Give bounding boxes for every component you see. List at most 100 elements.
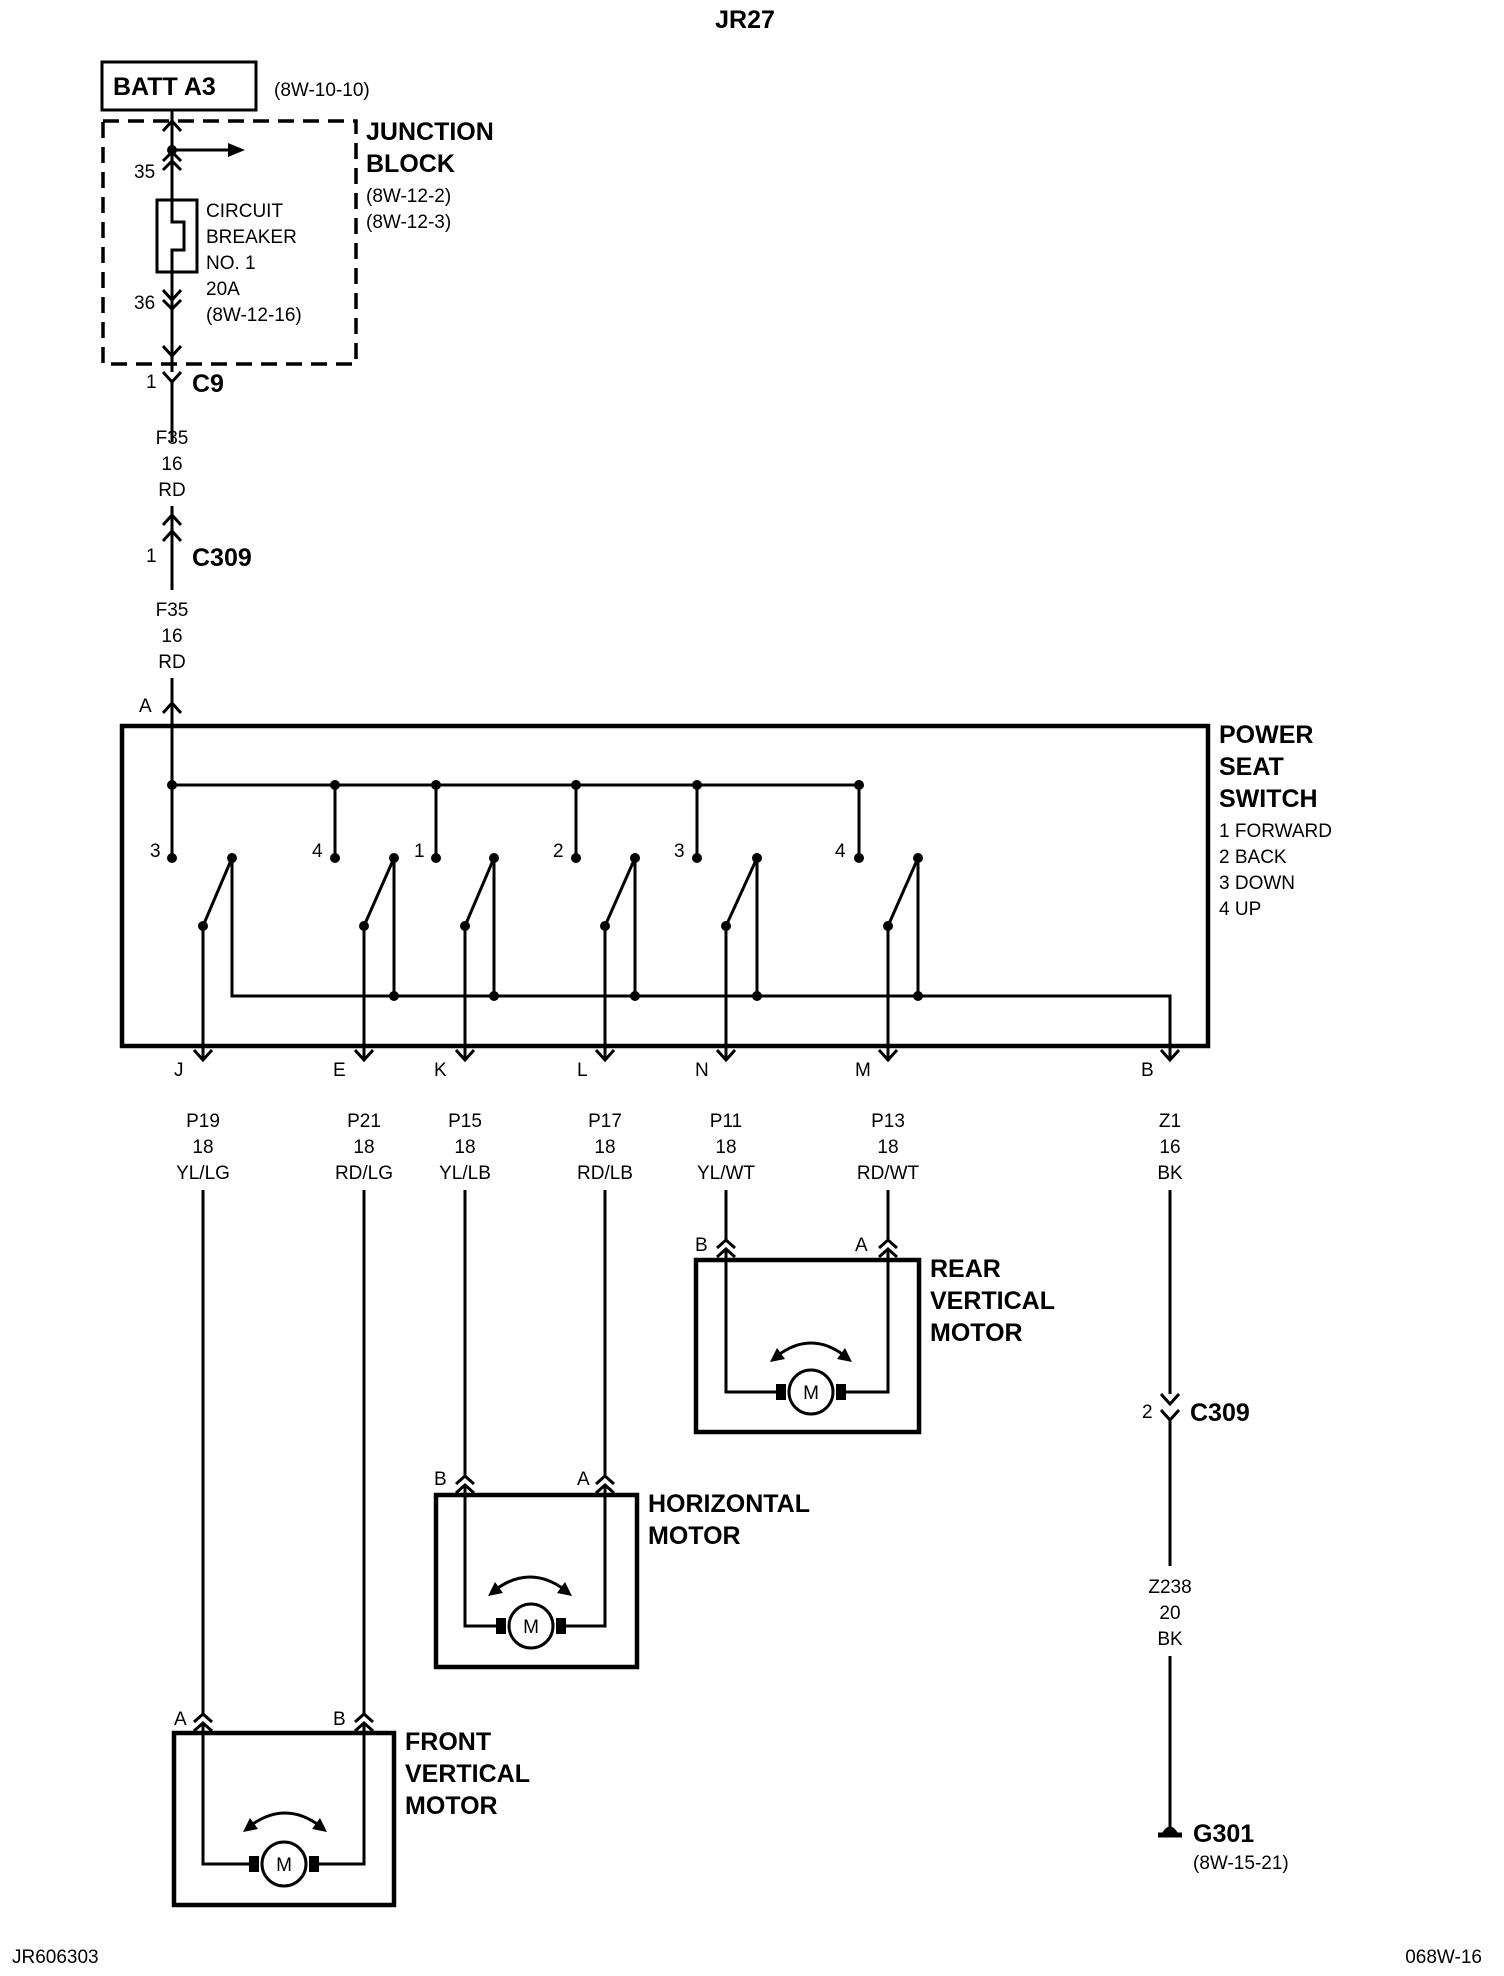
switch-legend-1: 1 FORWARD xyxy=(1219,821,1332,842)
p15-color: YL/LB xyxy=(439,1163,491,1184)
p21-gauge: 18 xyxy=(353,1137,374,1158)
front-motor-circuit xyxy=(201,1723,366,1866)
front-motor-brush-right xyxy=(309,1856,319,1872)
horizontal-motor-rotation-arrow xyxy=(494,1575,566,1592)
contact-label: 4 xyxy=(835,841,846,862)
p11-circuit: P11 xyxy=(710,1111,742,1132)
p19-color: YL/LG xyxy=(176,1163,230,1184)
front-motor-box xyxy=(171,1730,397,1908)
output-pin-m: M xyxy=(855,1060,871,1081)
horizontal-motor-connectors xyxy=(455,1473,615,1495)
switch-input-pin: A xyxy=(139,696,152,717)
breaker-label-3: NO. 1 xyxy=(206,253,256,274)
rear-motor-symbol-label: M xyxy=(803,1383,819,1404)
breaker-label-5: (8W-12-16) xyxy=(206,305,302,326)
f35-b-circuit: F35 xyxy=(156,600,189,621)
switch-blades xyxy=(201,857,920,927)
contact-dot xyxy=(854,853,864,863)
horizontal-motor-pin-b: B xyxy=(434,1469,447,1490)
c309-2-name: C309 xyxy=(1190,1399,1250,1427)
batt-source-ref: (8W-10-10) xyxy=(274,80,370,101)
p21-circuit: P21 xyxy=(347,1111,381,1132)
switch-legend-2: 2 BACK xyxy=(1219,847,1287,868)
contact-dot xyxy=(692,853,702,863)
p13-circuit: P13 xyxy=(871,1111,905,1132)
horizontal-motor-brush-left xyxy=(496,1618,506,1634)
diagram-title: JR27 xyxy=(715,6,775,34)
output-pin-b: B xyxy=(1141,1060,1154,1081)
breaker-label-4: 20A xyxy=(206,279,240,300)
rear-motor-pin-a: A xyxy=(855,1235,868,1256)
c9-connector-symbol xyxy=(161,370,183,442)
horizontal-motor-brush-right xyxy=(556,1618,566,1634)
breaker-label-1: CIRCUIT xyxy=(206,201,283,222)
contact-label: 2 xyxy=(553,841,564,862)
rear-motor-connectors xyxy=(716,1237,898,1259)
front-motor-title-2: VERTICAL xyxy=(405,1760,530,1788)
bus-dot xyxy=(571,780,581,790)
rear-motor-title-3: MOTOR xyxy=(930,1319,1023,1347)
ground-symbol-dome xyxy=(1162,1826,1178,1833)
c9-name: C9 xyxy=(192,370,224,398)
bus-dot xyxy=(854,780,864,790)
ground-ref: (8W-15-21) xyxy=(1193,1853,1289,1874)
horizontal-motor-symbol-label: M xyxy=(523,1617,539,1638)
rear-motor-title-1: REAR xyxy=(930,1255,1001,1283)
horizontal-motor-box xyxy=(433,1492,640,1670)
contact-dot xyxy=(431,853,441,863)
bus-dot xyxy=(431,780,441,790)
switch-input-connector xyxy=(161,700,183,715)
z1-circuit: Z1 xyxy=(1159,1111,1181,1132)
z1-color: BK xyxy=(1157,1163,1183,1184)
front-motor-pin-b: B xyxy=(333,1709,346,1730)
switch-title-1: POWER xyxy=(1219,721,1313,749)
p19-gauge: 18 xyxy=(192,1137,213,1158)
contact-label: 3 xyxy=(674,841,685,862)
contact-label: 3 xyxy=(150,841,161,862)
rear-motor-box xyxy=(693,1257,922,1435)
c309-1-connector-symbol xyxy=(161,512,183,590)
p13-color: RD/WT xyxy=(857,1163,920,1184)
blade-output-drops xyxy=(201,926,890,1060)
p13-gauge: 18 xyxy=(877,1137,898,1158)
horizontal-motor-pin-a: A xyxy=(577,1469,590,1490)
f35-a-circuit: F35 xyxy=(156,428,189,449)
junction-block-title-2: BLOCK xyxy=(366,150,455,178)
switch-title-2: SEAT xyxy=(1219,753,1284,781)
f35-b-gauge: 16 xyxy=(161,626,182,647)
z1-gauge: 16 xyxy=(1159,1137,1180,1158)
p15-circuit: P15 xyxy=(448,1111,482,1132)
front-motor-symbol-label: M xyxy=(276,1855,292,1876)
output-connectors xyxy=(192,1048,1181,1063)
p19-circuit: P19 xyxy=(186,1111,220,1132)
ground-bus-dot xyxy=(489,991,499,1001)
footer-left: JR606303 xyxy=(12,1947,99,1968)
c9-pin: 1 xyxy=(146,372,157,393)
z238-circuit: Z238 xyxy=(1148,1577,1191,1598)
switch-legend-4: 4 UP xyxy=(1219,899,1261,920)
output-pin-j: J xyxy=(174,1060,184,1081)
rear-motor-arrow-head xyxy=(770,1348,852,1362)
front-motor-symbol xyxy=(260,1840,308,1888)
front-motor-arrow-head xyxy=(243,1818,327,1832)
p17-gauge: 18 xyxy=(594,1137,615,1158)
contact-label: 1 xyxy=(414,841,425,862)
ground-bus-dot xyxy=(752,991,762,1001)
p17-color: RD/LB xyxy=(577,1163,633,1184)
ground-bus-dot xyxy=(630,991,640,1001)
f35-a-gauge: 16 xyxy=(161,454,182,475)
footer-right: 068W-16 xyxy=(1405,1947,1482,1968)
junction-block-outline xyxy=(101,119,358,366)
ground-bus-dot xyxy=(389,991,399,1001)
power-seat-switch-box xyxy=(119,723,1211,1049)
output-wires xyxy=(201,1190,1172,1834)
rear-motor-brush-right xyxy=(836,1384,846,1400)
front-motor-connectors xyxy=(193,1711,374,1733)
z238-gauge: 20 xyxy=(1159,1603,1180,1624)
splice-arrow-head xyxy=(228,143,245,157)
rear-motor-circuit xyxy=(724,1249,890,1394)
horizontal-motor-arrow-head xyxy=(488,1582,572,1596)
front-motor-title-1: FRONT xyxy=(405,1728,491,1756)
p15-gauge: 18 xyxy=(454,1137,475,1158)
